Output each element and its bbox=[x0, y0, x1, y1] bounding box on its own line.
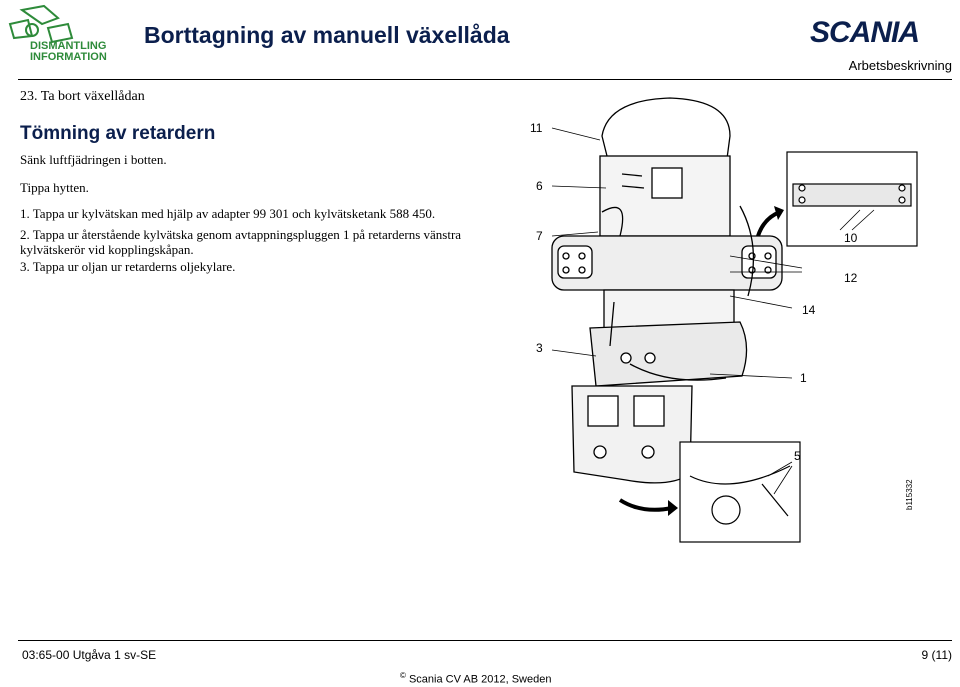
copyright-symbol: © bbox=[400, 671, 406, 680]
callout-label: 7 bbox=[536, 229, 543, 243]
figure-id: b115332 bbox=[905, 479, 914, 510]
scania-logo: SCANIA bbox=[810, 16, 920, 49]
header-divider bbox=[18, 79, 952, 80]
footer-divider bbox=[18, 640, 952, 641]
callout-label: 3 bbox=[536, 341, 543, 355]
document-reference: 03:65-00 Utgåva 1 sv-SE bbox=[22, 648, 157, 662]
dismantling-information-logo: DISMANTLING INFORMATION bbox=[2, 2, 120, 64]
logo-line1: DISMANTLING bbox=[30, 40, 106, 52]
logo-line2: INFORMATION bbox=[30, 51, 107, 63]
gearbox-illustration: 11 6 7 3 10 12 14 1 5 bbox=[530, 96, 960, 586]
instruction-line: Tippa hytten. bbox=[20, 180, 89, 195]
callout-label: 10 bbox=[844, 231, 858, 245]
section-title: Tömning av retardern bbox=[20, 123, 216, 144]
callout-label: 5 bbox=[794, 449, 801, 463]
copyright-notice: © Scania CV AB 2012, Sweden bbox=[400, 671, 551, 686]
numbered-item: 2. Tappa ur återstående kylvätska genom … bbox=[20, 227, 462, 257]
step-heading: 23. Ta bort växellådan bbox=[20, 89, 145, 104]
copyright-text: Scania CV AB 2012, Sweden bbox=[408, 673, 552, 686]
callout-label: 11 bbox=[530, 121, 543, 135]
callout-label: 12 bbox=[844, 271, 858, 285]
page-number: 9 (11) bbox=[921, 648, 952, 662]
document-title: Borttagning av manuell växellåda bbox=[144, 22, 510, 48]
numbered-item: 1. Tappa ur kylvätskan med hjälp av adap… bbox=[20, 206, 436, 221]
numbered-item: 3. Tappa ur oljan ur retarderns oljekyla… bbox=[20, 259, 236, 274]
instruction-line: Sänk luftfjädringen i botten. bbox=[20, 152, 167, 167]
callout-label: 1 bbox=[800, 371, 807, 385]
callout-label: 14 bbox=[802, 303, 816, 317]
callout-label: 6 bbox=[536, 179, 543, 193]
document-type: Arbetsbeskrivning bbox=[848, 58, 952, 73]
